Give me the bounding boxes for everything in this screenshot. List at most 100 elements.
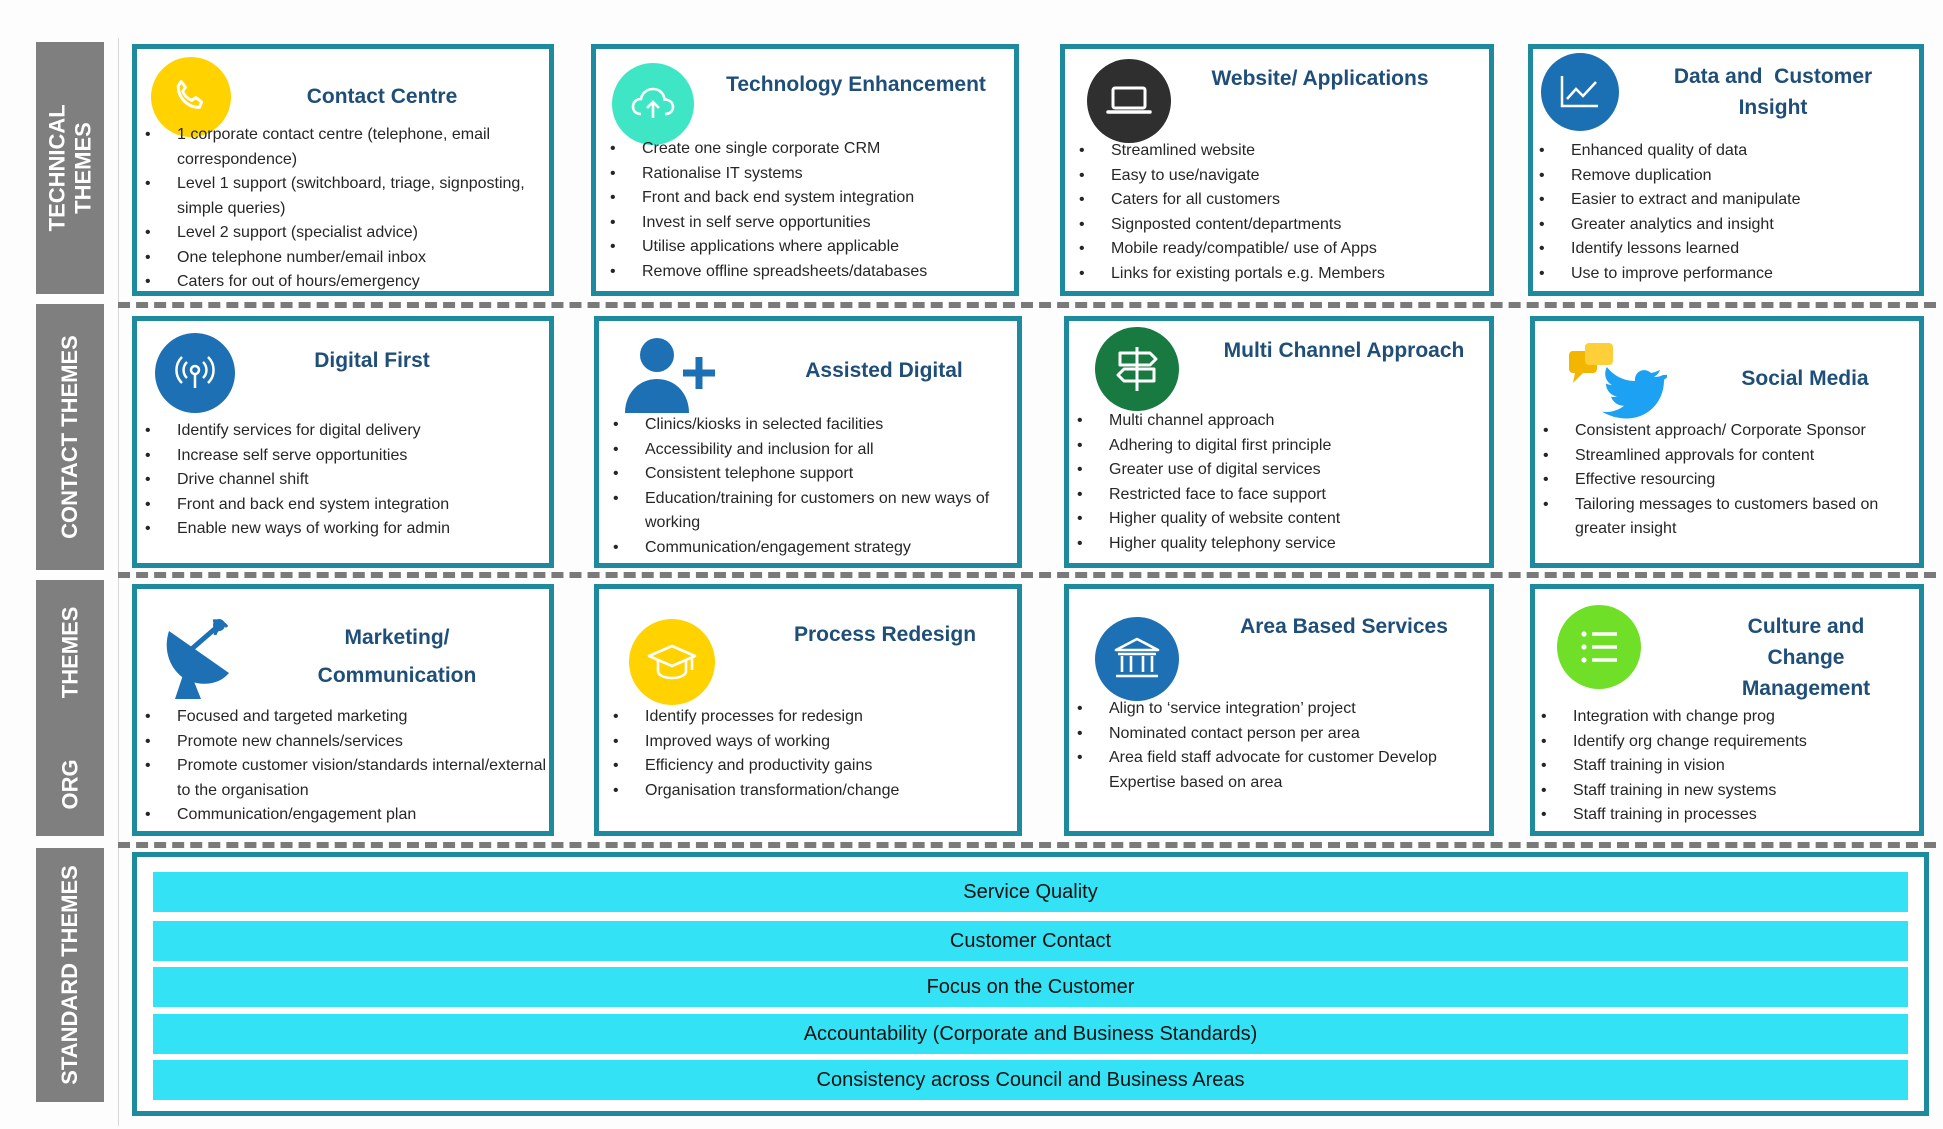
card-multi-channel: Multi Channel Approach Multi channel app… bbox=[1064, 316, 1494, 568]
list-item: Front and back end system integration bbox=[610, 186, 1010, 211]
list-item: One telephone number/email inbox bbox=[145, 246, 549, 271]
list-item: Staff training in processes bbox=[1541, 803, 1921, 828]
side-label-technical-text: TECHNICAL THEMES bbox=[44, 104, 95, 232]
side-label-standard: STANDARD THEMES bbox=[36, 848, 104, 1102]
list-item: Identify org change requirements bbox=[1541, 730, 1921, 755]
list-item: Enhanced quality of data bbox=[1539, 139, 1919, 164]
list-item: Drive channel shift bbox=[145, 468, 549, 493]
title-line: Management bbox=[1741, 677, 1871, 700]
list-item: Clinics/kiosks in selected facilities bbox=[613, 413, 1013, 438]
list-item: Remove offline spreadsheets/databases bbox=[610, 260, 1010, 285]
list-item: Invest in self serve opportunities bbox=[610, 211, 1010, 236]
list-item: Staff training in vision bbox=[1541, 754, 1921, 779]
side-label-contact: CONTACT THEMES bbox=[36, 304, 104, 570]
list-item: Front and back end system integration bbox=[145, 493, 549, 518]
card-list: Align to ‘service integration’ projectNo… bbox=[1077, 697, 1487, 795]
list-item: Caters for out of hours/emergency bbox=[145, 270, 549, 295]
card-social-media: Social Media Consistent approach/ Corpor… bbox=[1530, 316, 1924, 568]
row-separator bbox=[118, 572, 1936, 578]
list-item: Identify lessons learned bbox=[1539, 237, 1919, 262]
bank-icon bbox=[1095, 617, 1179, 701]
card-list: Focused and targeted marketingPromote ne… bbox=[145, 705, 549, 828]
standard-theme-bar: Accountability (Corporate and Business S… bbox=[153, 1014, 1908, 1054]
list-item: Efficiency and productivity gains bbox=[613, 754, 1013, 779]
add-user-icon bbox=[621, 331, 721, 415]
card-title: Technology Enhancement bbox=[726, 73, 986, 96]
list-item: Greater use of digital services bbox=[1077, 458, 1487, 483]
card-title: Culture and Change Management bbox=[1711, 611, 1901, 704]
list-item: Higher quality telephony service bbox=[1077, 532, 1487, 557]
list-item: Align to ‘service integration’ project bbox=[1077, 697, 1487, 722]
list-item: Utilise applications where applicable bbox=[610, 235, 1010, 260]
list-item: Links for existing portals e.g. Members bbox=[1079, 262, 1479, 287]
list-item: Level 1 support (switchboard, triage, si… bbox=[145, 172, 549, 221]
list-item: Level 2 support (specialist advice) bbox=[145, 221, 549, 246]
list-item: Effective resourcing bbox=[1543, 468, 1923, 493]
list-item: Improved ways of working bbox=[613, 730, 1013, 755]
card-technology-enhancement: Technology Enhancement Create one single… bbox=[591, 44, 1019, 296]
list-item: Caters for all customers bbox=[1079, 188, 1479, 213]
list-item: Area field staff advocate for customer D… bbox=[1077, 746, 1487, 795]
side-label-org: ORG THEMES bbox=[36, 580, 104, 836]
standard-theme-bar: Customer Contact bbox=[153, 921, 1908, 961]
list-item: Restricted face to face support bbox=[1077, 483, 1487, 508]
list-item: Organisation transformation/change bbox=[613, 779, 1013, 804]
list-item: Easy to use/navigate bbox=[1079, 164, 1479, 189]
card-title: Contact Centre bbox=[306, 85, 458, 108]
standard-theme-bar: Consistency across Council and Business … bbox=[153, 1060, 1908, 1100]
list-item: Create one single corporate CRM bbox=[610, 137, 1010, 162]
title-line: Data and Customer bbox=[1673, 65, 1873, 88]
list-item: Education/training for customers on new … bbox=[613, 487, 1013, 536]
list-item: Promote customer vision/standards intern… bbox=[145, 754, 549, 803]
card-title: Area Based Services bbox=[1240, 615, 1448, 638]
side-label-technical: TECHNICAL THEMES bbox=[36, 42, 104, 294]
card-marketing: Marketing/ Communication Focused and tar… bbox=[132, 584, 554, 836]
card-contact-centre: Contact Centre 1 corporate contact centr… bbox=[132, 44, 554, 296]
title-line: Marketing/ bbox=[344, 626, 450, 649]
broadcast-icon bbox=[155, 333, 235, 413]
signpost-icon bbox=[1095, 327, 1179, 411]
line-chart-icon bbox=[1541, 53, 1619, 131]
list-item: Adhering to digital first principle bbox=[1077, 434, 1487, 459]
list-item: Higher quality of website content bbox=[1077, 507, 1487, 532]
list-item: Remove duplication bbox=[1539, 164, 1919, 189]
satellite-dish-icon bbox=[159, 613, 241, 701]
list-item: Multi channel approach bbox=[1077, 409, 1487, 434]
card-list: Streamlined websiteEasy to use/navigateC… bbox=[1079, 139, 1479, 286]
card-title: Website/ Applications bbox=[1211, 67, 1429, 90]
laptop-icon bbox=[1087, 59, 1171, 143]
list-item: Promote new channels/services bbox=[145, 730, 549, 755]
list-item: Identify services for digital delivery bbox=[145, 419, 549, 444]
list-item: Signposted content/departments bbox=[1079, 213, 1479, 238]
card-title: Social Media bbox=[1741, 367, 1869, 390]
list-item: 1 corporate contact centre (telephone, e… bbox=[145, 123, 549, 172]
card-list: Enhanced quality of dataRemove duplicati… bbox=[1539, 139, 1919, 286]
list-item: Accessibility and inclusion for all bbox=[613, 438, 1013, 463]
row-separator bbox=[118, 302, 1936, 308]
title-line: Insight bbox=[1738, 96, 1808, 119]
card-culture-change: Culture and Change Management Integratio… bbox=[1530, 584, 1924, 836]
card-list: 1 corporate contact centre (telephone, e… bbox=[145, 123, 549, 295]
list-item: Communication/engagement plan bbox=[145, 803, 549, 828]
title-line: Change bbox=[1767, 646, 1845, 669]
standard-themes-panel: Service Quality Customer Contact Focus o… bbox=[132, 852, 1929, 1116]
card-title: Process Redesign bbox=[793, 623, 977, 646]
card-list: Identify services for digital deliveryIn… bbox=[145, 419, 549, 542]
diagram-frame bbox=[118, 38, 1936, 1126]
cloud-upload-icon bbox=[612, 63, 694, 145]
card-area-based: Area Based Services Align to ‘service in… bbox=[1064, 584, 1494, 836]
list-item: Mobile ready/compatible/ use of Apps bbox=[1079, 237, 1479, 262]
list-icon bbox=[1557, 605, 1641, 689]
card-process-redesign: Process Redesign Identify processes for … bbox=[594, 584, 1022, 836]
list-item: Use to improve performance bbox=[1539, 262, 1919, 287]
graduation-cap-icon bbox=[629, 619, 715, 705]
card-title: Data and Customer Insight bbox=[1633, 61, 1913, 123]
row-separator bbox=[118, 842, 1936, 848]
card-list: Create one single corporate CRMRationali… bbox=[610, 137, 1010, 284]
list-item: Consistent telephone support bbox=[613, 462, 1013, 487]
list-item: Rationalise IT systems bbox=[610, 162, 1010, 187]
list-item: Integration with change prog bbox=[1541, 705, 1921, 730]
standard-theme-bar: Service Quality bbox=[153, 872, 1908, 912]
title-line: Culture and bbox=[1747, 615, 1865, 638]
